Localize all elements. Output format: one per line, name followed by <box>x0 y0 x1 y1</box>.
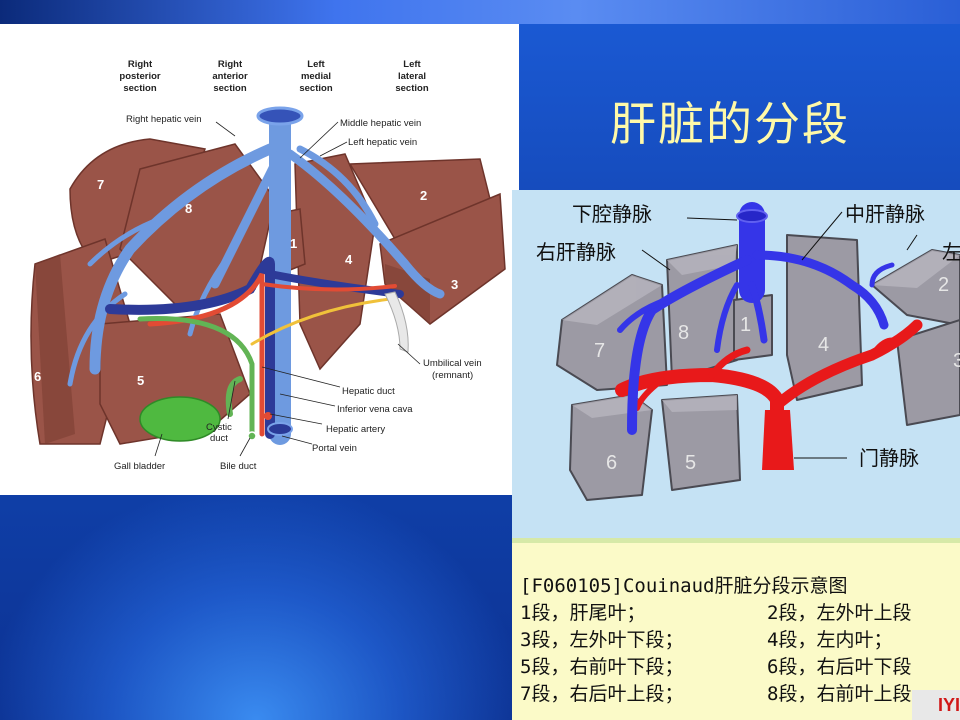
section-label-left-medial: Left medial section <box>276 59 356 95</box>
section-text: Left lateral section <box>395 59 429 94</box>
section-text: Left medial section <box>299 59 333 94</box>
segment-number-4: 4 <box>345 252 353 267</box>
label-inferior-vena-cava: Inferior vena cava <box>337 404 413 415</box>
segment-number-5: 5 <box>137 373 145 388</box>
liver-anatomy-drawing <box>30 106 506 457</box>
label-hepatic-artery: Hepatic artery <box>326 424 386 435</box>
schematic-seg-5: 5 <box>685 452 697 474</box>
label-portal-vein-cn: 门静脉 <box>859 446 919 470</box>
label-left-hv-cn: 左 <box>942 240 960 264</box>
seg-3-block <box>896 319 960 426</box>
segment-legend: [F060105]Couinaud肝脏分段示意图 1段，肝尾叶； 2段，左外叶上… <box>512 538 960 720</box>
label-hepatic-duct: Hepatic duct <box>342 386 395 397</box>
seg-5-block <box>661 394 741 491</box>
watermark-logo: IYI <box>912 690 960 720</box>
segment-number-8: 8 <box>185 201 193 216</box>
legend-row-3a: 5段，右前叶下段； <box>520 656 684 678</box>
segment-number-7: 7 <box>97 177 105 192</box>
label-portal-vein: Portal vein <box>312 443 357 454</box>
label-umbilical-vein: Umbilical vein <box>423 358 482 369</box>
section-label-right-anterior: Right anterior section <box>190 59 270 95</box>
segment-number-2: 2 <box>420 188 428 203</box>
slide-title: 肝脏的分段 <box>610 97 850 151</box>
section-label-right-posterior: Right posterior section <box>100 59 180 95</box>
schematic-seg-8: 8 <box>678 322 690 344</box>
label-right-hepatic-vein: Right hepatic vein <box>126 114 202 125</box>
section-label-left-lateral: Left lateral section <box>372 59 452 95</box>
label-left-hepatic-vein: Left hepatic vein <box>348 137 418 148</box>
legend-row-1b: 2段，左外叶上段 <box>767 602 912 624</box>
label-bile-duct: Bile duct <box>220 461 257 472</box>
legend-row-4b: 8段，右前叶上段 <box>767 683 912 705</box>
couinaud-drawing <box>556 202 960 501</box>
label-cystic-duct: Cystic duct <box>206 422 232 444</box>
segment-number-3: 3 <box>451 277 459 292</box>
legend-row-2b: 4段，左内叶； <box>767 629 893 651</box>
label-right-hv-cn: 右肝静脉 <box>536 240 616 264</box>
section-text: Right anterior section <box>212 59 248 94</box>
segment-number-1: 1 <box>290 236 298 251</box>
schematic-seg-4: 4 <box>818 334 830 356</box>
segment-number-6: 6 <box>34 369 42 384</box>
label-middle-hv-cn: 中肝静脉 <box>845 202 925 226</box>
schematic-seg-6: 6 <box>606 452 618 474</box>
schematic-seg-2: 2 <box>938 274 950 296</box>
legend-title: [F060105]Couinaud肝脏分段示意图 <box>520 575 848 597</box>
background-glow <box>0 495 512 720</box>
legend-row-1a: 1段，肝尾叶； <box>520 602 646 624</box>
liver-anatomy-figure: Right posterior section Right anterior s… <box>0 24 519 495</box>
legend-row-2a: 3段，左外叶下段； <box>520 629 684 651</box>
section-text: Right posterior section <box>119 59 161 94</box>
legend-row-3b: 6段，右后叶下段 <box>767 656 912 678</box>
schematic-seg-3: 3 <box>953 350 960 372</box>
label-ivc-cn: 下腔静脉 <box>572 202 652 226</box>
legend-row-4a: 7段，右后叶上段； <box>520 683 684 705</box>
gall-bladder-shape <box>139 396 221 442</box>
couinaud-schematic-figure: 下腔静脉 中肝静脉 右肝静脉 左 门静脉 1 2 3 4 5 6 7 8 [F0… <box>512 190 960 720</box>
label-gall-bladder: Gall bladder <box>114 461 166 472</box>
label-middle-hepatic-vein: Middle hepatic vein <box>340 118 422 129</box>
label-umbilical-remnant: (remnant) <box>432 370 474 381</box>
schematic-seg-1: 1 <box>740 314 752 336</box>
schematic-seg-7: 7 <box>594 340 606 362</box>
top-band <box>0 0 960 24</box>
